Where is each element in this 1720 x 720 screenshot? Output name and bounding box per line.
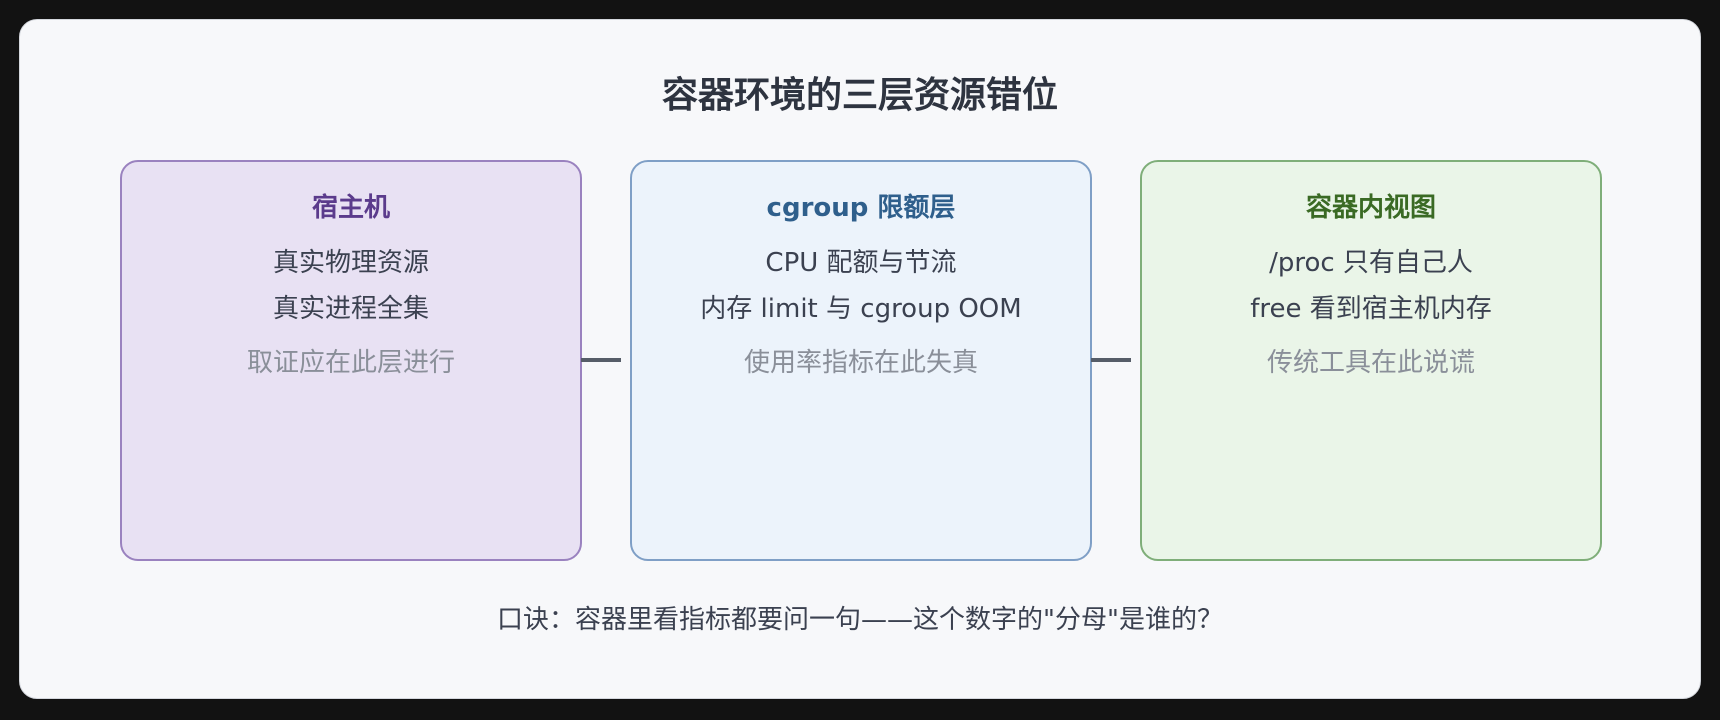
layer-host-title: 宿主机: [311, 193, 390, 223]
diagram-panel: 容器环境的三层资源错位 宿主机 真实物理资源 真实进程全集 取证应在此层进行 c…: [19, 19, 1701, 699]
layer-container-box: 容器内视图 /proc 只有自己人 free 看到宿主机内存 传统工具在此说谎: [1140, 160, 1602, 561]
layer-container-line-2: free 看到宿主机内存: [1250, 294, 1492, 324]
layer-host-line-2: 真实进程全集: [272, 294, 429, 324]
connector-cgroup-container: [1091, 358, 1131, 362]
layer-cgroup-note: 使用率指标在此失真: [743, 348, 978, 378]
connector-host-cgroup: [581, 358, 621, 362]
diagram-title: 容器环境的三层资源错位: [661, 75, 1058, 116]
layer-host-line-1: 真实物理资源: [272, 248, 429, 278]
layer-cgroup-line-2: 内存 limit 与 cgroup OOM: [700, 294, 1022, 324]
layer-host-box: 宿主机 真实物理资源 真实进程全集 取证应在此层进行: [120, 160, 582, 561]
layer-container-title: 容器内视图: [1305, 193, 1436, 223]
layer-container-line-1: /proc 只有自己人: [1269, 248, 1473, 278]
layer-container-note: 传统工具在此说谎: [1266, 348, 1475, 378]
layer-cgroup-line-1: CPU 配额与节流: [765, 248, 957, 278]
layer-cgroup-title: cgroup 限额层: [766, 193, 956, 223]
footer-mnemonic: 口诀：容器里看指标都要问一句——这个数字的"分母"是谁的？: [497, 605, 1223, 635]
layer-cgroup-box: cgroup 限额层 CPU 配额与节流 内存 limit 与 cgroup O…: [630, 160, 1092, 561]
layer-host-note: 取证应在此层进行: [246, 348, 455, 378]
